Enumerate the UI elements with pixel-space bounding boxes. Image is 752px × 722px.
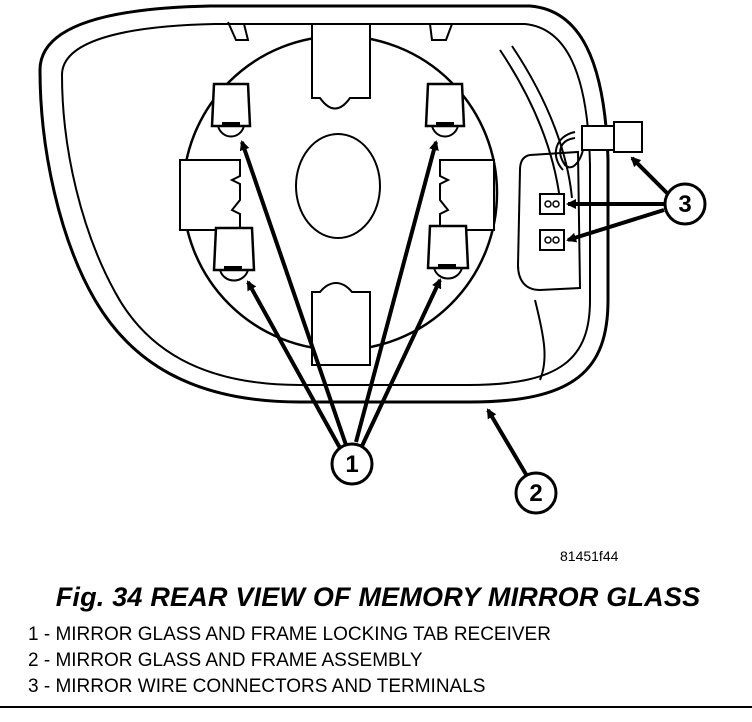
legend-item: 1 - MIRROR GLASS AND FRAME LOCKING TAB R… xyxy=(28,624,551,645)
svg-text:2: 2 xyxy=(529,480,542,507)
mirror-wire xyxy=(559,137,584,169)
terminal-upper xyxy=(539,193,565,215)
center-hole xyxy=(295,133,381,239)
terminal-pin xyxy=(544,236,552,244)
callout-1: 1 xyxy=(330,442,374,486)
terminal-pin xyxy=(552,236,560,244)
frame-tab xyxy=(429,23,453,41)
mirror-frame-outer xyxy=(38,4,610,404)
frame-channel xyxy=(499,49,561,201)
connector-housing xyxy=(516,150,582,292)
callout-3: 3 xyxy=(663,182,707,226)
wire-plug xyxy=(581,125,615,151)
center-boss xyxy=(439,159,495,231)
center-boss xyxy=(311,23,371,110)
callout-3-leaders xyxy=(566,156,670,243)
mirror-wire xyxy=(554,131,576,171)
center-boss xyxy=(179,159,241,231)
tab-receiver-upper-left xyxy=(210,82,252,138)
callout-1-leaders xyxy=(239,140,442,449)
svg-text:1: 1 xyxy=(345,451,358,478)
frame-tab xyxy=(227,21,250,41)
terminal-lower xyxy=(539,229,565,251)
frame-channel xyxy=(511,45,573,199)
callout-2-leader xyxy=(486,408,529,478)
legend-item: 3 - MIRROR WIRE CONNECTORS AND TERMINALS xyxy=(28,676,486,697)
tab-receiver-lower-right xyxy=(426,224,470,280)
callout-2: 2 xyxy=(514,471,558,515)
figure-legend: 1 - MIRROR GLASS AND FRAME LOCKING TAB R… xyxy=(28,622,551,700)
frame-channel xyxy=(534,299,546,381)
legend-item: 2 - MIRROR GLASS AND FRAME ASSEMBLY xyxy=(28,650,423,671)
wire-plug-head xyxy=(613,121,643,153)
svg-text:3: 3 xyxy=(678,191,691,218)
figure-reference-id: 81451f44 xyxy=(560,548,619,564)
tab-receiver-lower-left xyxy=(212,226,256,282)
figure-caption: Fig. 34 REAR VIEW OF MEMORY MIRROR GLASS xyxy=(55,582,701,612)
terminal-pin xyxy=(544,200,552,208)
center-boss xyxy=(311,282,371,366)
mirror-frame-inner xyxy=(60,23,591,386)
terminal-pin xyxy=(552,200,560,208)
tab-receiver-upper-right xyxy=(424,82,466,138)
bottom-rule xyxy=(0,706,752,708)
